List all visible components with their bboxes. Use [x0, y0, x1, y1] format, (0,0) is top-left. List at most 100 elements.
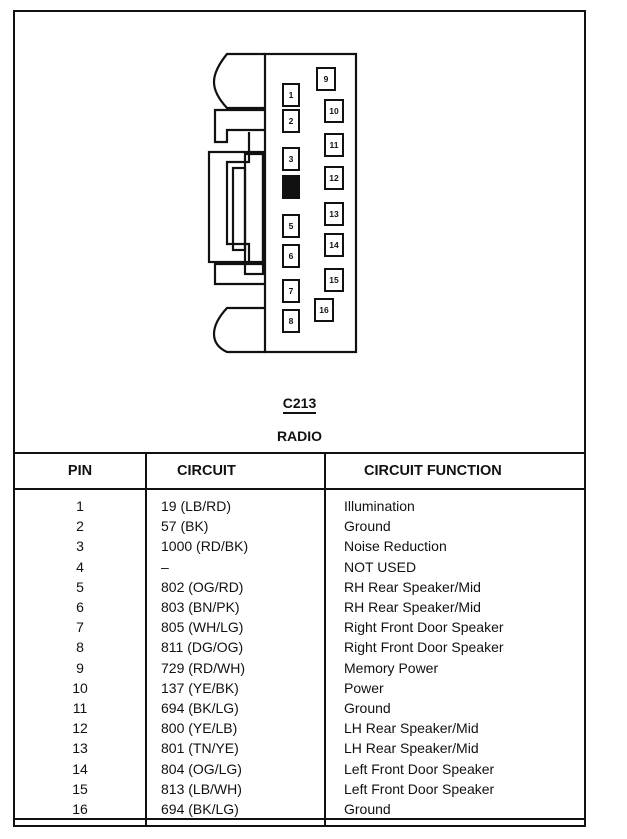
function-cell: Memory Power	[325, 657, 586, 678]
pin-cell: 10	[13, 677, 147, 698]
pin-number: 12	[329, 173, 339, 183]
connector-body	[263, 52, 358, 354]
pin-cell: 11	[13, 697, 147, 719]
function-cell: LH Rear Speaker/Mid	[325, 738, 586, 759]
connector-name: RADIO	[276, 428, 323, 444]
pin-number: 6	[289, 251, 294, 261]
circuit-cell: 801 (TN/YE)	[146, 738, 326, 759]
pin-cell: 8	[13, 637, 147, 658]
pin-cavity-6: 6	[282, 244, 300, 268]
circuit-cell: 804 (OG/LG)	[146, 758, 326, 779]
circuit-cell: 800 (YE/LB)	[146, 718, 326, 739]
pin-number: 16	[319, 305, 329, 315]
pin-cavity-13: 13	[324, 202, 344, 226]
circuit-cell: 803 (BN/PK)	[146, 596, 326, 618]
table-row: 4–NOT USED	[13, 556, 586, 577]
pin-number: 5	[289, 221, 294, 231]
pin-number: 14	[329, 240, 339, 250]
function-cell: RH Rear Speaker/Mid	[325, 576, 586, 597]
pin-cell: 4	[13, 556, 147, 577]
circuit-cell: 813 (LB/WH)	[146, 778, 326, 799]
circuit-cell: –	[146, 556, 326, 577]
pin-number: 15	[329, 275, 339, 285]
pin-cavity-8: 8	[282, 309, 300, 333]
circuit-cell: 694 (BK/LG)	[146, 697, 326, 719]
pin-cavity-1: 1	[282, 83, 300, 107]
pin-cell: 16	[13, 798, 147, 828]
pin-number: 3	[289, 154, 294, 164]
pin-cavity-4: 4	[282, 175, 300, 199]
keying-slot	[231, 166, 247, 252]
keying-outer-bracket	[213, 108, 265, 144]
keying-block-inner	[243, 152, 265, 276]
pin-number: 2	[289, 116, 294, 126]
function-cell: Ground	[325, 516, 586, 537]
circuit-cell: 1000 (RD/BK)	[146, 536, 326, 557]
pin-number: 13	[329, 209, 339, 219]
function-cell: Illumination	[325, 489, 586, 517]
circuit-cell: 805 (WH/LG)	[146, 617, 326, 638]
pin-number: 11	[330, 140, 339, 150]
pin-cavity-14: 14	[324, 233, 344, 257]
function-cell: Noise Reduction	[325, 536, 586, 557]
pin-cell: 13	[13, 738, 147, 759]
function-cell: Power	[325, 677, 586, 698]
connector-id-text: C213	[282, 395, 317, 414]
pin-number: 9	[324, 74, 329, 84]
header-circuit: CIRCUIT	[146, 452, 326, 490]
function-cell: Right Front Door Speaker	[325, 637, 586, 658]
header-pin: PIN	[13, 452, 147, 490]
keying-lower-bracket	[213, 262, 265, 286]
function-cell: Right Front Door Speaker	[325, 617, 586, 638]
function-cell: Left Front Door Speaker	[325, 778, 586, 799]
function-cell: Ground	[325, 798, 586, 828]
pin-cell: 1	[13, 489, 147, 517]
pin-cavity-5: 5	[282, 214, 300, 238]
pin-number: 4	[289, 182, 294, 192]
function-cell: NOT USED	[325, 556, 586, 577]
pin-cell: 14	[13, 758, 147, 779]
pin-cavity-15: 15	[324, 268, 344, 292]
pin-number: 8	[289, 316, 294, 326]
circuit-cell: 57 (BK)	[146, 516, 326, 537]
pin-number: 1	[289, 90, 294, 100]
pin-cell: 3	[13, 536, 147, 557]
function-cell: Ground	[325, 697, 586, 719]
pin-cavity-16: 16	[314, 298, 334, 322]
circuit-cell: 19 (LB/RD)	[146, 489, 326, 517]
bottom-latch-tab	[212, 306, 265, 354]
pin-cell: 9	[13, 657, 147, 678]
function-cell: RH Rear Speaker/Mid	[325, 596, 586, 618]
pin-cell: 5	[13, 576, 147, 597]
pin-cavity-9: 9	[316, 67, 336, 91]
pin-cavity-7: 7	[282, 279, 300, 303]
top-latch-tab	[212, 52, 265, 110]
pin-number: 10	[329, 106, 339, 116]
table-header-row: PIN CIRCUIT CIRCUIT FUNCTION	[13, 452, 586, 490]
circuit-cell: 694 (BK/LG)	[146, 798, 326, 828]
pin-cell: 7	[13, 617, 147, 638]
connector-id: C213	[15, 395, 584, 414]
pin-cavity-3: 3	[282, 147, 300, 171]
circuit-cell: 729 (RD/WH)	[146, 657, 326, 678]
pin-number: 7	[289, 286, 294, 296]
pin-cavity-11: 11	[324, 133, 344, 157]
